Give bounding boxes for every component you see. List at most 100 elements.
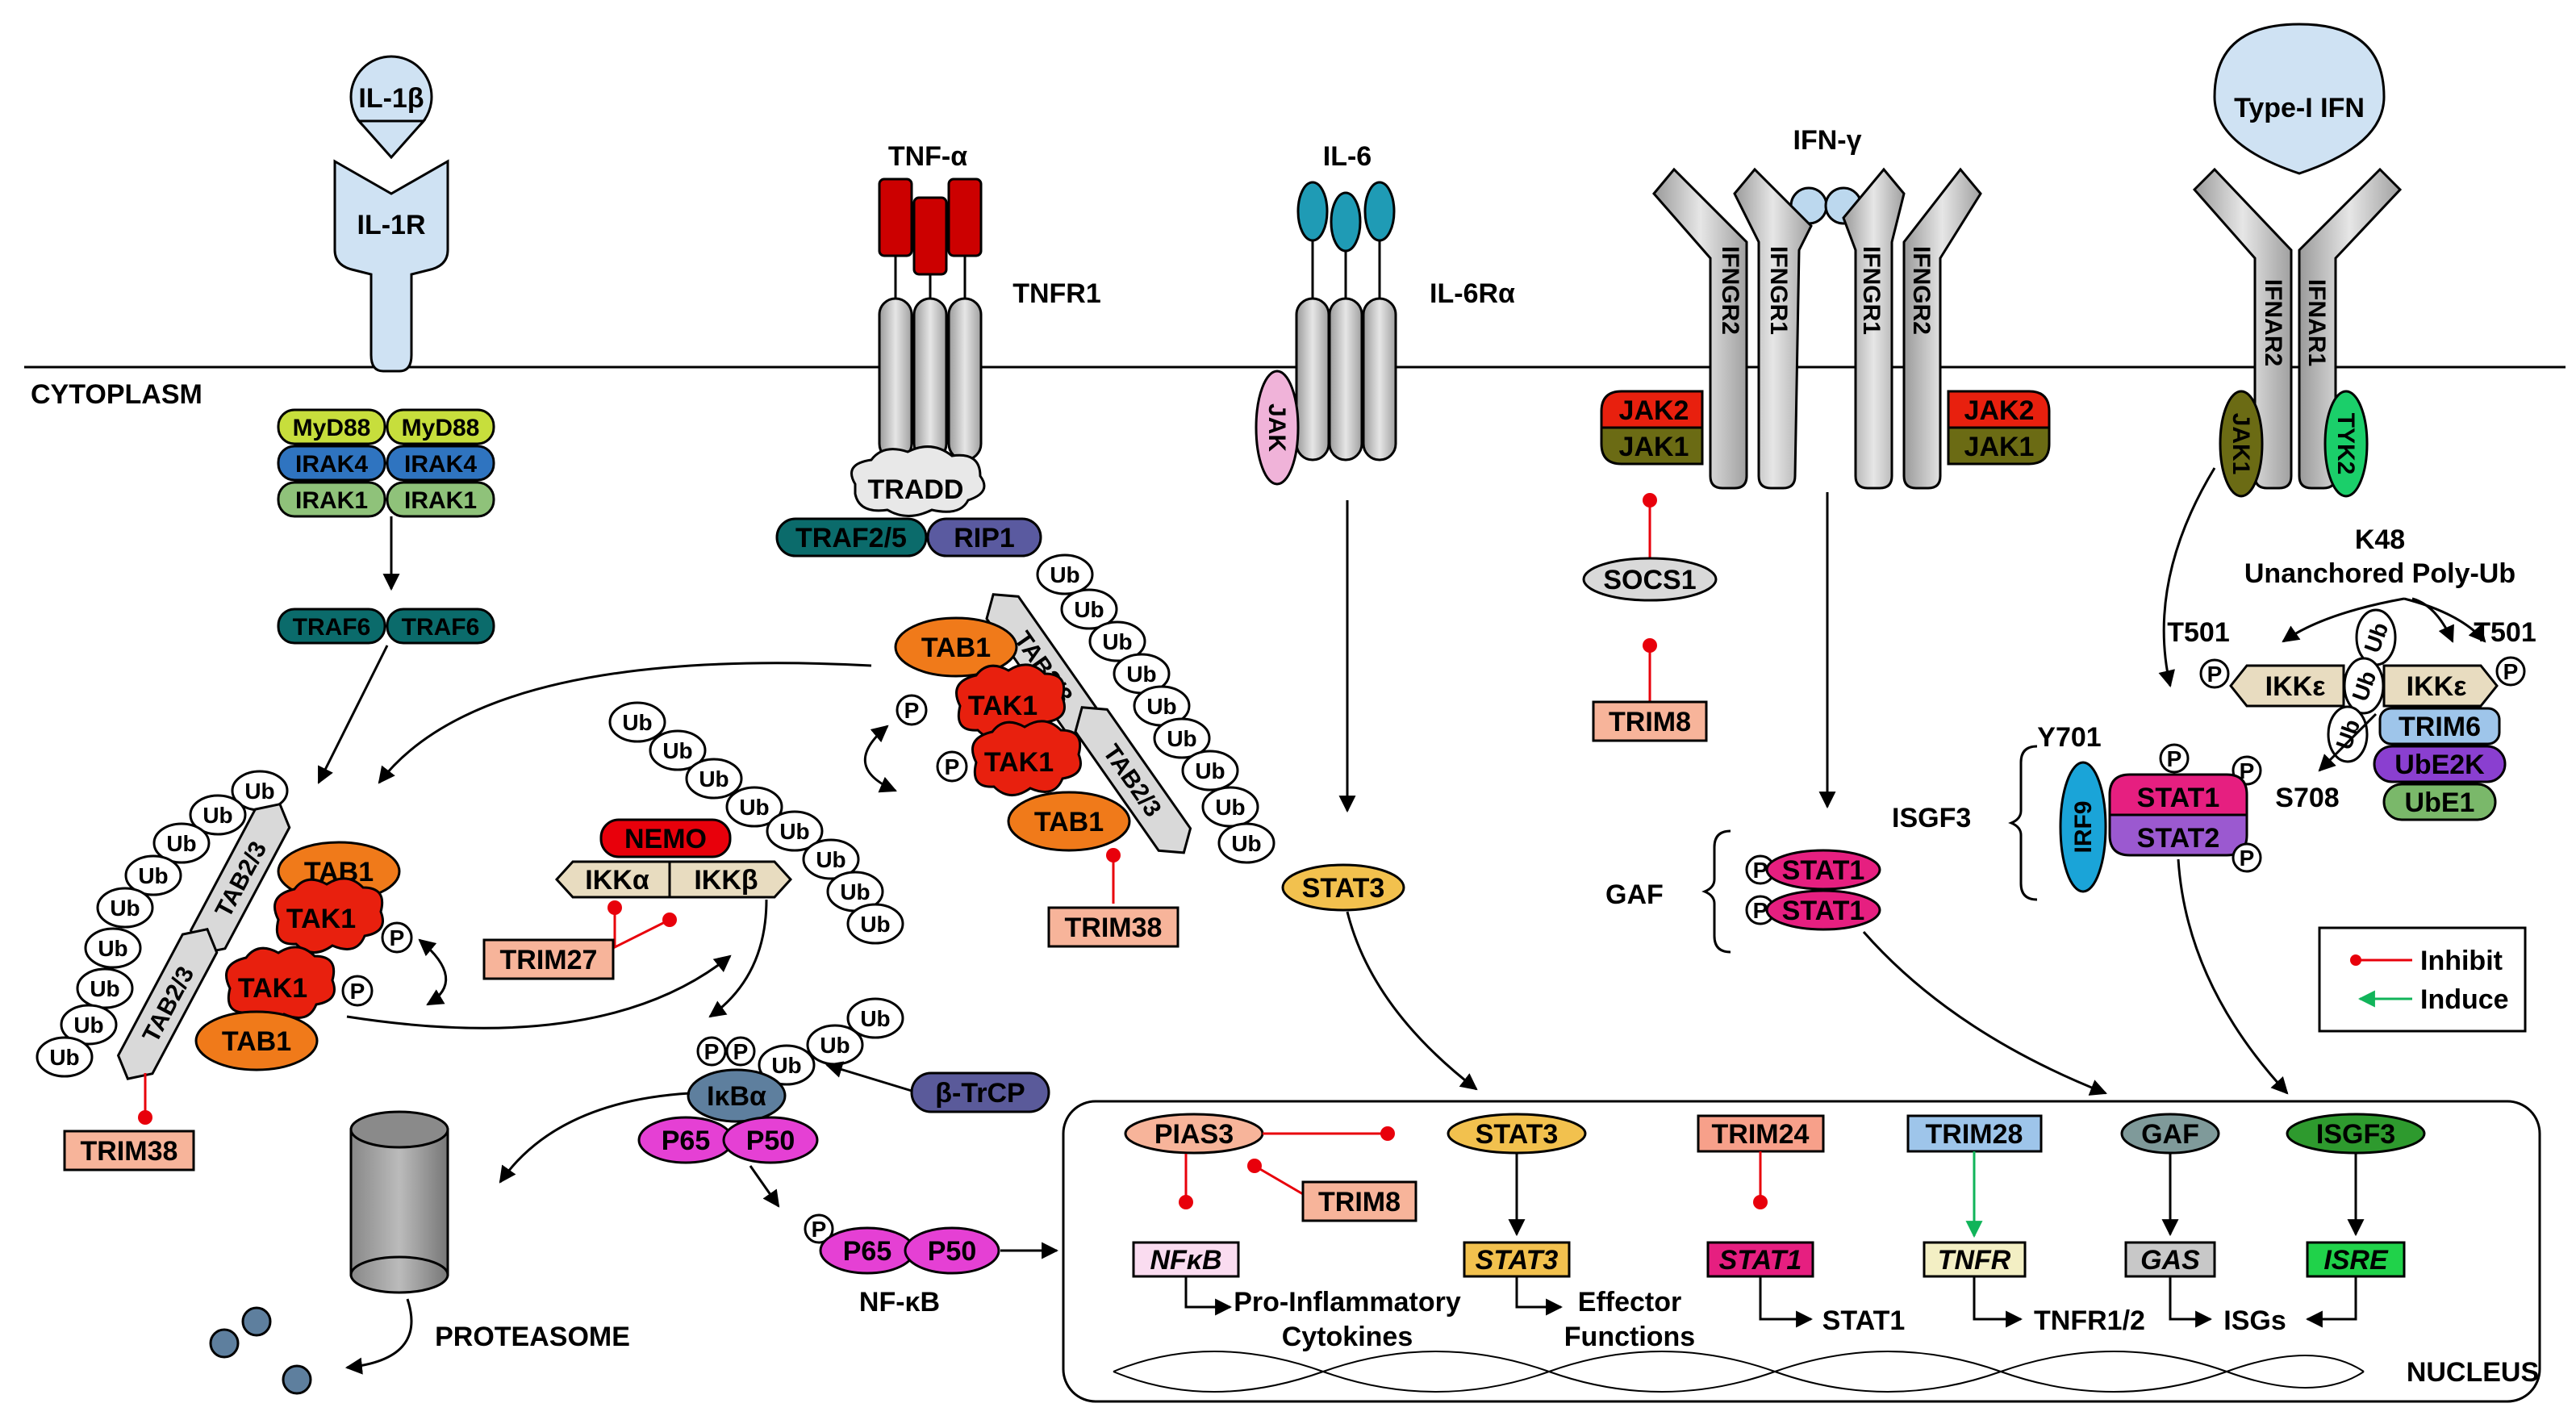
svg-text:JAK1: JAK1	[2227, 413, 2254, 475]
svg-text:TAB1: TAB1	[222, 1026, 291, 1057]
svg-text:IFNAR1: IFNAR1	[2303, 279, 2330, 366]
svg-text:Ub: Ub	[820, 1033, 850, 1058]
svg-text:JAK1: JAK1	[1619, 432, 1689, 462]
svg-text:TAK1: TAK1	[968, 691, 1037, 721]
svg-text:NEMO: NEMO	[624, 824, 707, 854]
svg-text:RIP1: RIP1	[954, 523, 1015, 553]
svg-text:Ub: Ub	[1231, 831, 1261, 856]
svg-text:Ub: Ub	[1102, 629, 1132, 654]
svg-text:Ub: Ub	[1074, 597, 1104, 622]
ub-chain-left: Ub Ub Ub Ub Ub Ub Ub Ub Ub	[35, 770, 289, 1078]
svg-text:P: P	[2167, 746, 2182, 771]
svg-text:Ub: Ub	[110, 896, 140, 921]
svg-text:Ub: Ub	[771, 1053, 801, 1078]
svg-text:TNFR1/2: TNFR1/2	[2034, 1305, 2145, 1336]
svg-text:IFNGR1: IFNGR1	[1765, 246, 1792, 335]
ikba-nfkb-complex: P P Ub Ub Ub IκBα P65 P50 β-TrCP P P65 P…	[499, 997, 1059, 1318]
svg-text:TAB1: TAB1	[921, 633, 991, 663]
svg-text:Ub: Ub	[779, 819, 809, 844]
ub-chain-ikk: Ub Ub Ub Ub Ub Ub Ub Ub	[608, 701, 904, 945]
svg-text:Ub: Ub	[90, 976, 119, 1001]
svg-text:Ub: Ub	[1195, 758, 1225, 783]
svg-text:NFκB: NFκB	[1150, 1245, 1221, 1276]
ikk-complex: Ub Ub Ub Ub Ub Ub Ub Ub NEMO IKKα IKKβ T…	[482, 701, 904, 1018]
svg-text:Ub: Ub	[49, 1045, 79, 1070]
svg-text:IFNGR2: IFNGR2	[1717, 246, 1743, 335]
type1-ifn-pathway: Type-I IFN IFNAR2 IFNAR1 JAK1 TYK2 K48 U…	[1892, 23, 2536, 1095]
svg-text:Unanchored Poly-Ub: Unanchored Poly-Ub	[2244, 558, 2515, 589]
svg-text:Functions: Functions	[1564, 1322, 1695, 1352]
svg-text:IKKβ: IKKβ	[694, 865, 758, 896]
svg-text:T501: T501	[2474, 617, 2536, 648]
traf6-pair: TRAF6 TRAF6	[277, 608, 495, 645]
svg-text:IKKα: IKKα	[585, 865, 649, 896]
ifng-pathway: IFN-γ IFNGR2 IFNGR1 IFNGR1 IFNGR2 JAK2 J…	[1582, 125, 2107, 1096]
il1-pathway: IL-1β IL-1R MyD88 MyD88 IRAK4 IRAK4 IRAK…	[277, 55, 495, 784]
myd88-pair: MyD88 MyD88	[277, 408, 495, 445]
svg-text:IKKε: IKKε	[2265, 671, 2326, 702]
nucleus: NUCLEUS PIAS3 TRIM8 NFκB Pro-Inflammator…	[1062, 1100, 2541, 1403]
svg-text:Ub: Ub	[244, 779, 274, 804]
svg-text:SOCS1: SOCS1	[1603, 565, 1696, 595]
svg-text:NUCLEUS: NUCLEUS	[2407, 1357, 2539, 1388]
nfkb-label: NF-κB	[859, 1287, 940, 1318]
svg-text:ISRE: ISRE	[2323, 1245, 2389, 1276]
svg-text:P: P	[390, 925, 405, 950]
svg-text:STAT1: STAT1	[1782, 855, 1865, 886]
svg-text:Ub: Ub	[1050, 562, 1079, 587]
svg-text:Ub: Ub	[1215, 795, 1245, 820]
svg-text:STAT3: STAT3	[1476, 1119, 1559, 1150]
svg-text:P65: P65	[843, 1236, 892, 1267]
svg-text:Effector: Effector	[1578, 1287, 1681, 1318]
svg-text:Ub: Ub	[73, 1013, 103, 1038]
svg-text:PROTEASOME: PROTEASOME	[435, 1322, 630, 1352]
svg-text:TRAF6: TRAF6	[402, 614, 480, 641]
svg-text:TNFR: TNFR	[1938, 1245, 2011, 1276]
svg-text:TAK1: TAK1	[984, 747, 1054, 778]
svg-text:T501: T501	[2167, 617, 2230, 648]
svg-text:K48: K48	[2355, 524, 2405, 555]
cytoplasm-label: CYTOPLASM	[31, 379, 202, 410]
svg-text:JAK2: JAK2	[1964, 395, 2035, 426]
svg-text:GAF: GAF	[2141, 1119, 2199, 1150]
svg-text:P: P	[2240, 846, 2255, 871]
svg-text:Ub: Ub	[166, 831, 196, 856]
svg-text:β-TrCP: β-TrCP	[935, 1078, 1025, 1109]
il1r-receptor	[333, 159, 449, 373]
svg-text:TNFR1: TNFR1	[1012, 278, 1101, 309]
svg-text:TRADD: TRADD	[868, 474, 964, 505]
svg-text:Ub: Ub	[622, 710, 652, 735]
svg-text:TRAF2/5: TRAF2/5	[795, 523, 907, 553]
svg-text:Cytokines: Cytokines	[1282, 1322, 1413, 1352]
svg-text:MyD88: MyD88	[402, 415, 480, 441]
svg-text:STAT1: STAT1	[2137, 783, 2220, 813]
tak1-complex-left: Ub Ub Ub Ub Ub Ub Ub Ub Ub TAB2/3 TAB2/3	[35, 770, 448, 1172]
svg-text:P: P	[2503, 659, 2519, 684]
il6-pathway: IL-6 IL-6Rα JAK STAT3	[1255, 141, 1515, 1091]
svg-text:P: P	[2207, 662, 2223, 687]
svg-text:PIAS3: PIAS3	[1154, 1119, 1234, 1150]
irak4-pair: IRAK4 IRAK4	[277, 445, 495, 482]
tnf-pathway: TNF-α TNFR1 TRADD TRAF2/5 RIP1	[775, 141, 1101, 558]
svg-text:Ub: Ub	[1146, 694, 1176, 719]
svg-text:TRIM6: TRIM6	[2399, 712, 2481, 742]
svg-text:P: P	[350, 979, 365, 1004]
svg-text:TRIM38: TRIM38	[1065, 913, 1163, 943]
svg-text:TRAF6: TRAF6	[293, 614, 371, 641]
svg-text:IL-6Rα: IL-6Rα	[1430, 278, 1515, 309]
svg-text:Ub: Ub	[1126, 662, 1156, 687]
svg-text:TRIM24: TRIM24	[1712, 1119, 1810, 1150]
tak1-complex-right: Ub Ub Ub Ub Ub Ub Ub Ub Ub TAB2/3 TAB2/3…	[864, 553, 1275, 948]
svg-text:STAT1: STAT1	[1822, 1305, 1906, 1336]
svg-text:P: P	[733, 1039, 749, 1064]
svg-text:IκBα: IκBα	[707, 1081, 766, 1112]
svg-text:Ub: Ub	[202, 803, 232, 828]
svg-text:P65: P65	[662, 1126, 711, 1156]
svg-text:IL-6: IL-6	[1323, 141, 1372, 172]
svg-text:IRAK4: IRAK4	[404, 451, 477, 478]
svg-text:P: P	[1753, 858, 1768, 883]
svg-text:STAT3: STAT3	[1476, 1245, 1559, 1276]
il1b-label: IL-1β	[358, 83, 424, 114]
svg-text:IFNAR2: IFNAR2	[2260, 279, 2286, 366]
